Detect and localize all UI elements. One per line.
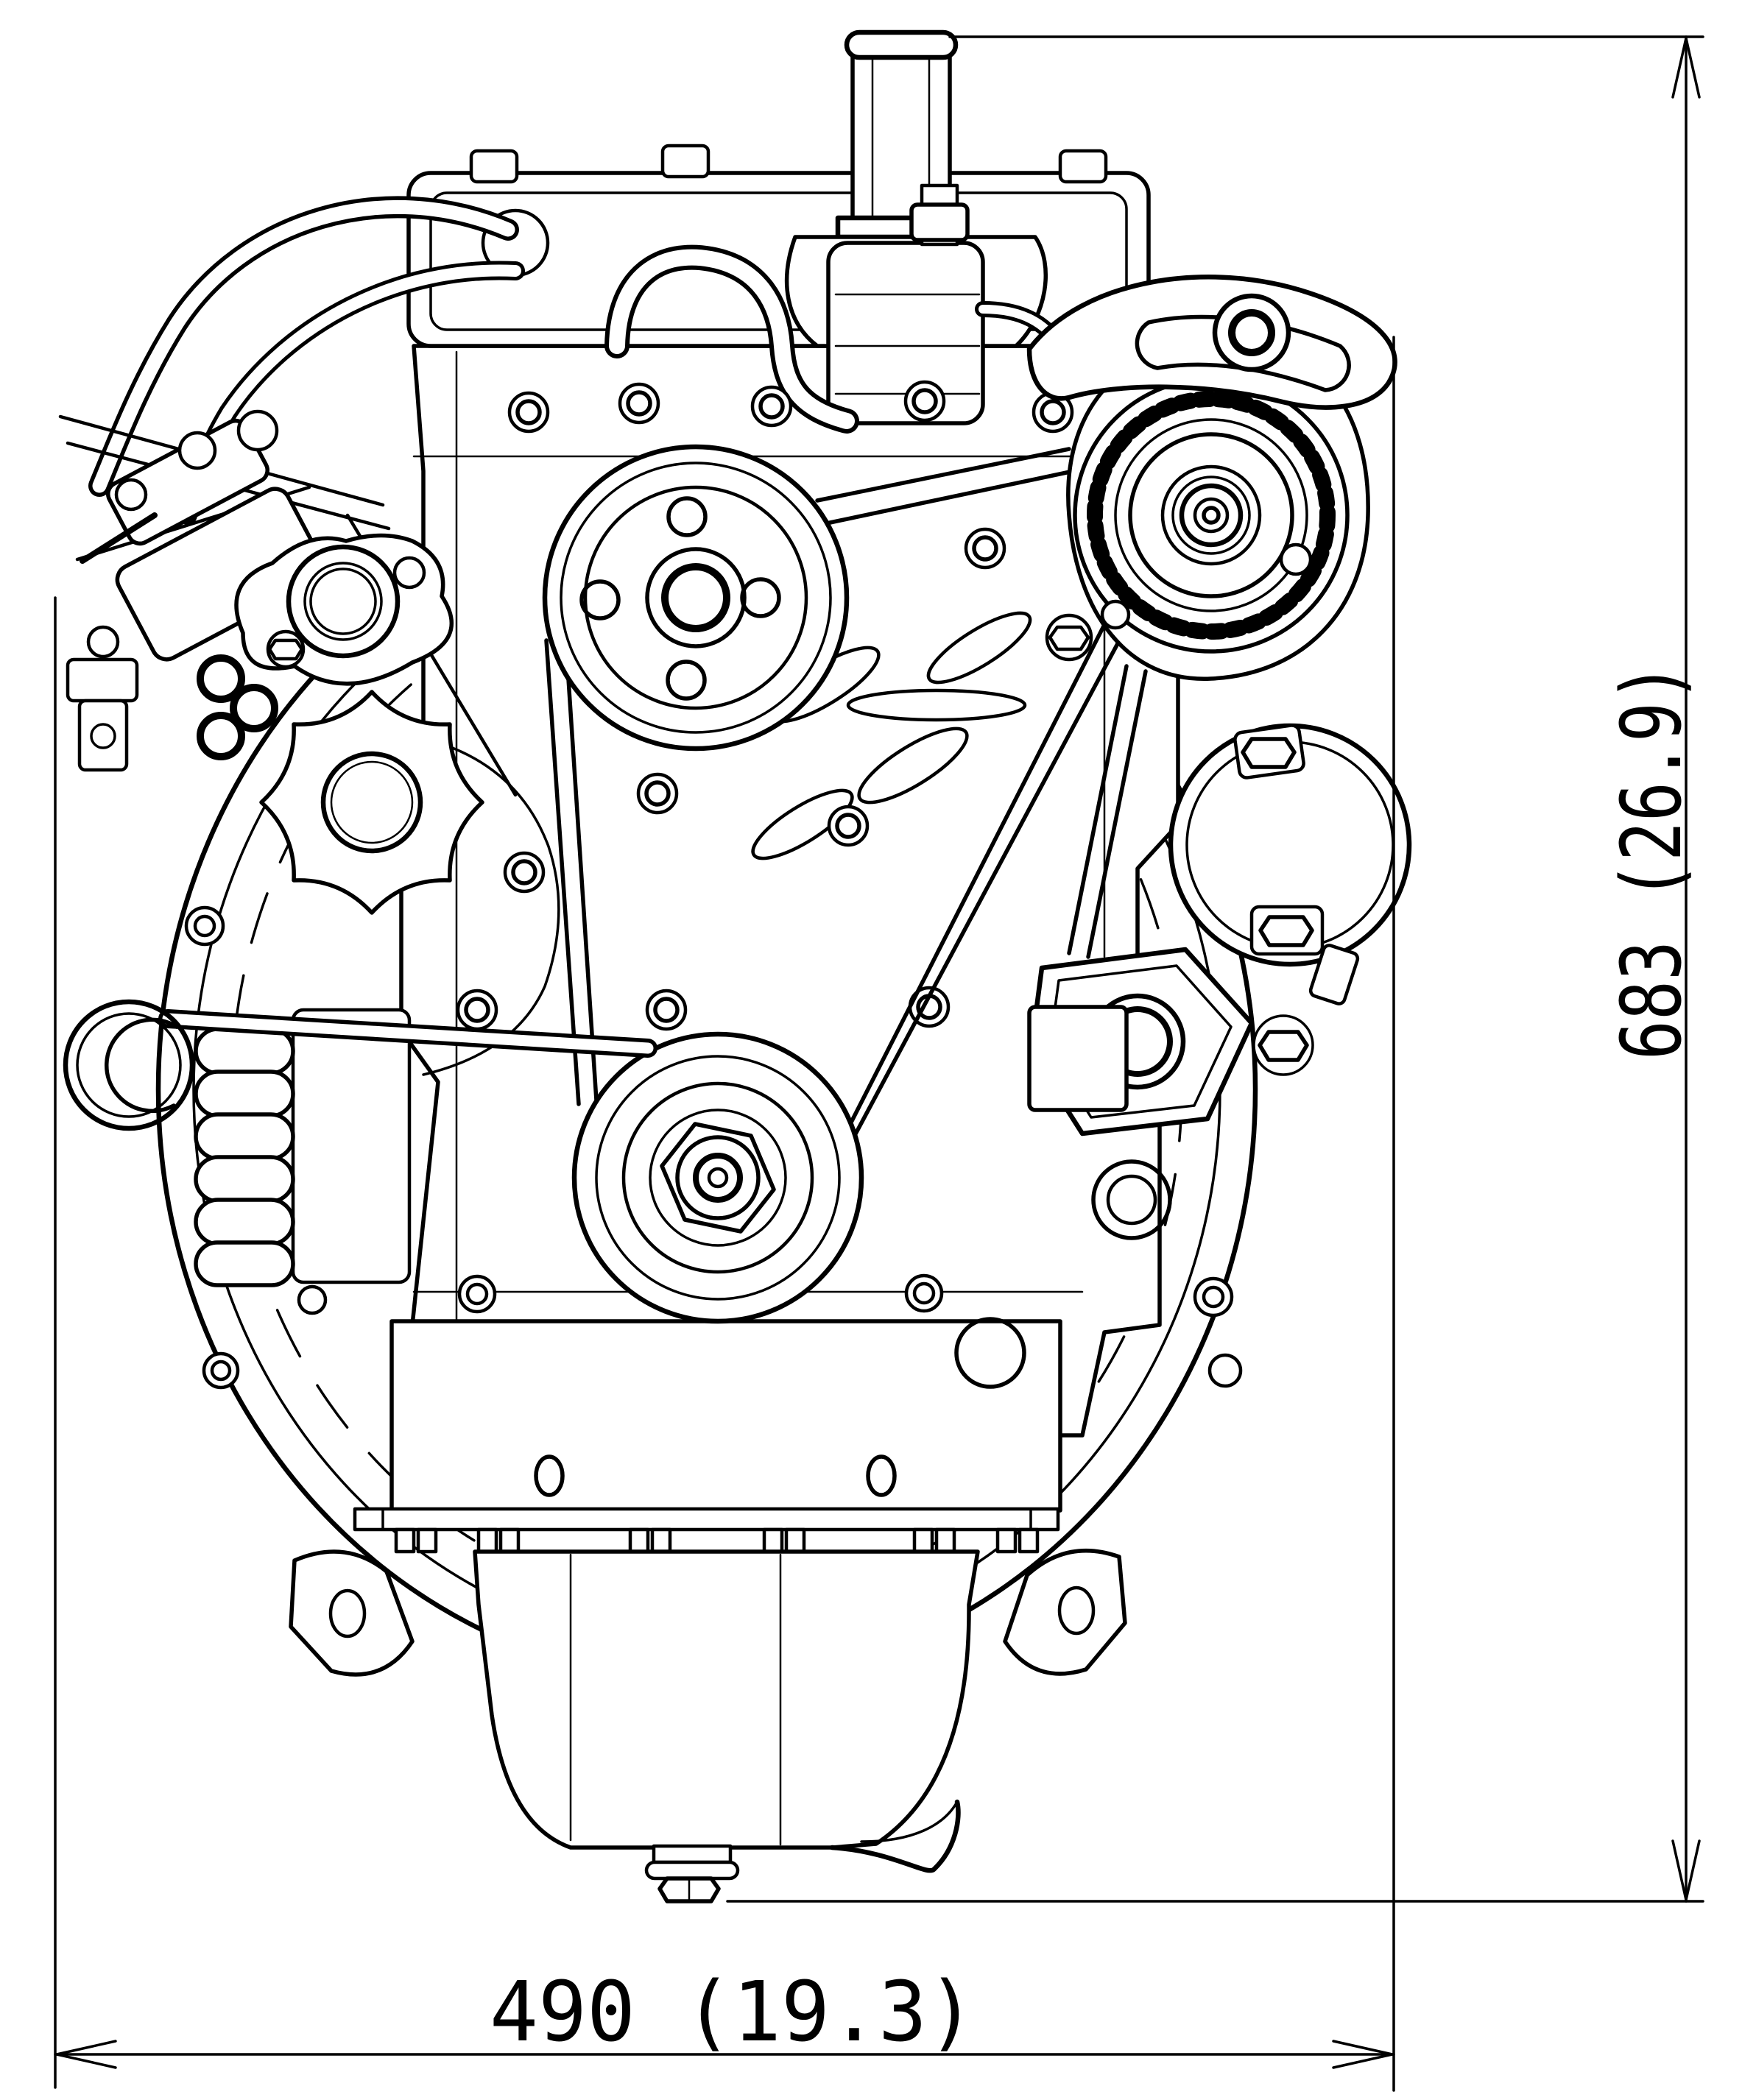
fuel-pump-flange: [234, 533, 454, 686]
alternator: [1045, 337, 1370, 959]
dimension-annotations: 683 (26.9) 490 (19.3): [54, 35, 1704, 2092]
arrow-down-icon: [1671, 1839, 1701, 1901]
injection-pump: [115, 487, 327, 760]
breather-hose: [604, 244, 859, 434]
oil-filter: [1168, 723, 1412, 1005]
fuel-filter-bracket: [80, 409, 279, 564]
fuel-cock: [66, 625, 139, 772]
star-cover: [259, 690, 484, 915]
lifting-hook: [63, 999, 657, 1131]
arrow-up-icon: [1671, 37, 1701, 99]
crankshaft-pulley: [571, 1031, 864, 1324]
v-belt: [544, 447, 1152, 1159]
oil-pan: [473, 1549, 980, 1873]
width-dimension-label: 490 (19.3): [490, 1965, 976, 2060]
mounting-flange: [353, 1507, 1060, 1554]
height-dimension-label: 683 (26.9): [1604, 662, 1700, 1060]
arrow-left-icon: [55, 2040, 117, 2069]
oil-cooler: [194, 1008, 412, 1315]
engine-mount: [1027, 947, 1314, 1240]
drain-plug: [644, 1844, 740, 1903]
arrow-right-icon: [1332, 2040, 1394, 2069]
water-pump-pulley: [542, 444, 850, 752]
thermostat-housing: [784, 183, 1048, 425]
alternator-bracket: [1026, 275, 1397, 410]
flange-bolts: [394, 1527, 1040, 1554]
